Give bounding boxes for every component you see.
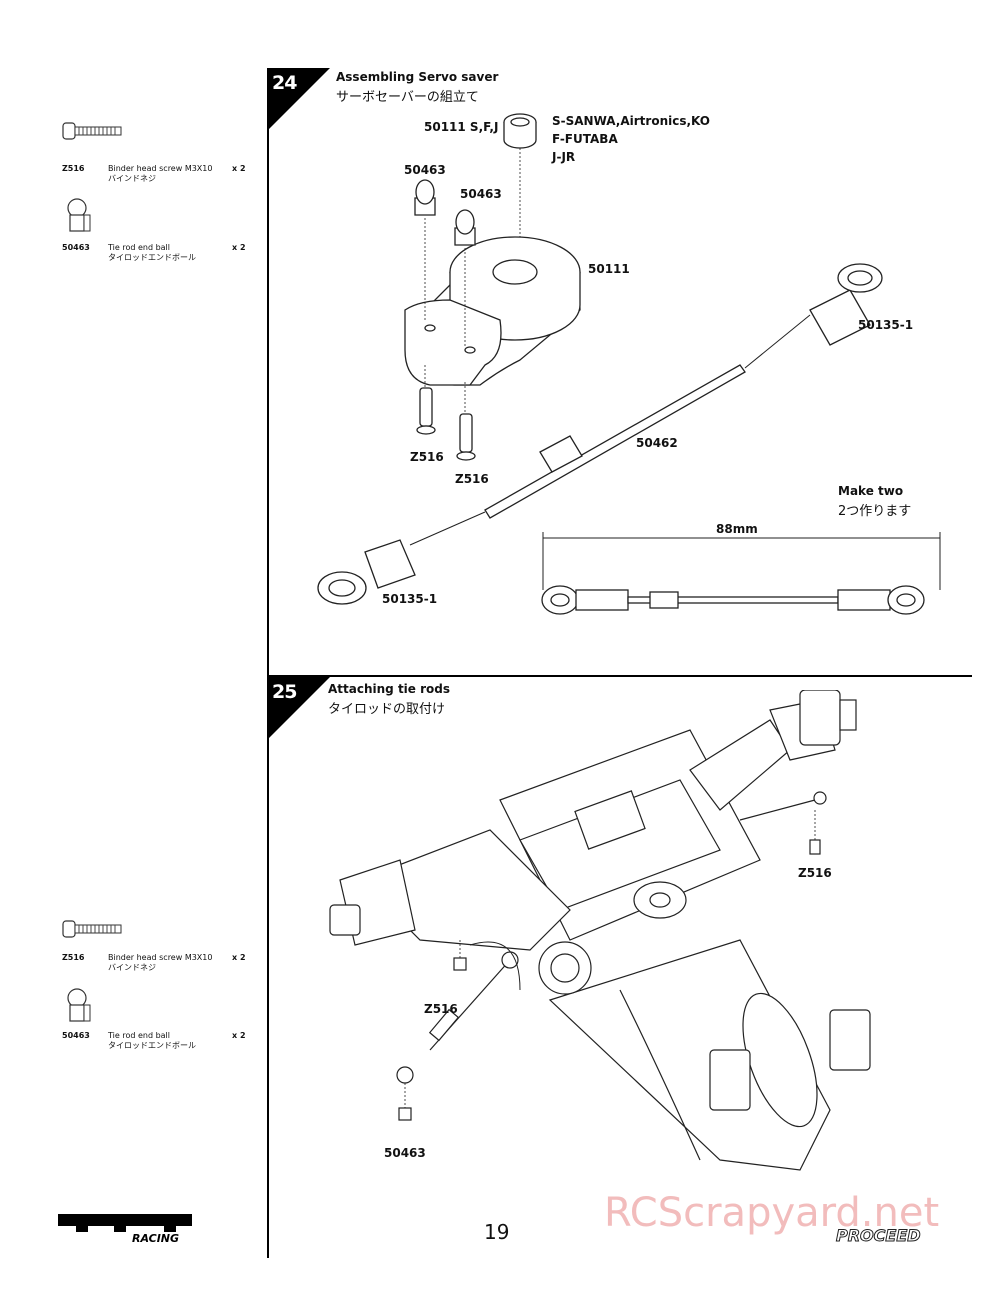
servo-saver-exploded-drawing [317,113,941,615]
label-rod-end-left: 50135-1 [382,592,438,606]
part-code: 50463 [62,1031,90,1040]
part-name: Binder head screw M3X10 [108,953,213,962]
part-name-jp: バインドネジ [108,174,156,183]
label-screw-a: Z516 [410,450,444,464]
part-name-jp: タイロッドエンドボール [108,253,196,262]
part-name-jp: タイロッドエンドボール [108,1041,196,1050]
part-name-jp: バインドネジ [108,963,156,972]
step-divider [267,675,972,677]
proceed-logo: PROCEED [836,1226,922,1246]
label-rod-end-right: 50135-1 [858,318,914,332]
vertical-divider [267,68,269,1258]
ball-icon [67,988,91,1022]
step-24-badge [268,68,330,130]
hpi-logo-sub: RACING [132,1232,179,1245]
label-screw-b: Z516 [455,472,489,486]
label-ball: 50463 [384,1146,426,1160]
label-make-two-jp: 2つ作ります [838,504,912,519]
screw-icon [62,920,122,938]
step-25-title: Attaching tie rods [328,682,450,696]
hpi-logo: RACING [58,1214,192,1245]
label-screw-left: Z516 [424,1002,458,1016]
part-qty: x 2 [232,953,246,962]
step-25-title-jp: タイロッドの取付け [328,702,446,717]
part-name: Binder head screw M3X10 [108,164,213,173]
part-qty: x 2 [232,164,246,173]
label-turnbuckle: 50462 [636,436,678,450]
page-number: 19 [484,1220,510,1244]
label-servo-saver-code: 50111 S,F,J [424,120,499,134]
step-25-number: 25 [272,681,297,703]
ball-icon [67,198,91,232]
label-spline-note: S-SANWA,Airtronics,KO [552,114,711,128]
label-ball-a: 50463 [404,163,446,177]
watermark: RCScrapyard.net [604,1190,940,1236]
step-25-badge [268,677,330,739]
screw-icon [62,122,122,140]
svg-text:PROCEED: PROCEED [836,1226,921,1245]
label-servo-saver-body: 50111 [588,262,630,276]
label-make-two: Make two [838,484,904,498]
part-name: Tie rod end ball [108,1031,170,1040]
part-code: Z516 [62,164,85,173]
part-code: Z516 [62,953,85,962]
label-length: 88mm [716,522,758,536]
part-code: 50463 [62,243,90,252]
part-name: Tie rod end ball [108,243,170,252]
step-24-title: Assembling Servo saver [336,70,499,84]
label-spline-jr: J-JR [552,150,576,164]
part-qty: x 2 [232,243,246,252]
step-24-number: 24 [272,72,297,94]
chassis-tie-rod-drawing [329,690,871,1171]
part-qty: x 2 [232,1031,246,1040]
label-ball-b: 50463 [460,187,502,201]
label-screw-right: Z516 [798,866,832,880]
label-spline-futaba: F-FUTABA [552,132,618,146]
step-24-title-jp: サーボセーバーの組立て [336,90,479,105]
